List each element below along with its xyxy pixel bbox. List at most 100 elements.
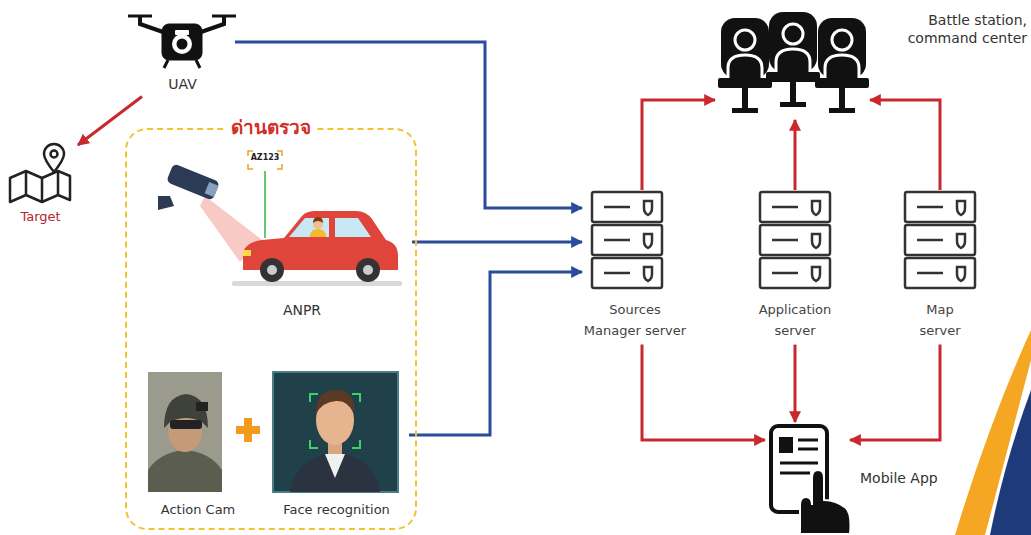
map-pin	[44, 144, 64, 172]
operator-head	[832, 30, 852, 50]
connector-arrow	[642, 100, 715, 190]
car-hub	[267, 265, 277, 275]
car-window	[335, 218, 371, 237]
photo-ground	[273, 372, 398, 492]
car-shadow	[232, 281, 402, 286]
plate-leader	[264, 171, 266, 238]
desk-base	[829, 108, 855, 113]
server-box: Sources Manager server	[582, 190, 688, 345]
target-icon: Target	[3, 145, 78, 228]
connector-arrow	[850, 345, 940, 440]
server-icon	[592, 192, 662, 288]
server-box: Application server	[739, 190, 851, 345]
node-label: Target	[20, 209, 60, 225]
map-fold	[26, 171, 58, 202]
group-title: ด่านตรวจ	[225, 116, 317, 140]
operator-desk	[718, 78, 772, 88]
server-shield	[812, 201, 820, 281]
plate-marker	[248, 151, 282, 238]
node-label: Face recognition	[283, 502, 390, 518]
car-wheel	[260, 258, 284, 282]
server-slot	[604, 207, 630, 273]
photo-ground	[148, 372, 222, 492]
action-cam: Action Cam	[142, 370, 254, 521]
man-suit	[290, 452, 380, 492]
server-slot	[772, 207, 798, 273]
operator-desk	[766, 72, 820, 82]
desk-post	[839, 88, 845, 110]
orange-band	[955, 330, 1031, 535]
server-icon	[760, 192, 830, 288]
car-hub	[363, 265, 373, 275]
drone-leg	[164, 60, 200, 68]
node-label: UAV	[168, 76, 197, 94]
corner-decoration	[955, 330, 1031, 535]
camera-body	[166, 163, 220, 200]
navy-band	[990, 390, 1031, 535]
desk-base	[732, 108, 758, 113]
operator-body	[776, 49, 810, 72]
connector-arrow	[409, 272, 582, 435]
phone-lines	[780, 440, 818, 473]
connector-arrow	[870, 100, 940, 190]
server-box: Map server	[892, 190, 988, 345]
operator-icon	[815, 18, 869, 113]
operator-chair	[721, 18, 769, 78]
operator-chair	[769, 12, 817, 72]
server-shield	[644, 201, 652, 281]
operator-head	[783, 24, 803, 44]
connector-arrow	[794, 120, 797, 190]
soldier-photo	[148, 372, 222, 492]
camera-lens	[177, 39, 188, 50]
face-photo	[273, 372, 398, 492]
server-icon	[905, 192, 975, 288]
red-car	[232, 211, 402, 286]
plus-sign	[236, 418, 260, 442]
node-label: Battle station, command center	[885, 12, 1027, 47]
operator-chair	[818, 18, 866, 78]
server-slot	[917, 207, 943, 273]
folded-map	[10, 171, 70, 202]
soldier-goggles	[170, 420, 202, 429]
soldier-shoulders	[148, 450, 222, 492]
action-camera	[196, 402, 208, 411]
phone-image	[779, 437, 793, 453]
operator-head	[735, 30, 755, 50]
connector-arrow	[78, 97, 142, 146]
operator-desk	[815, 78, 869, 88]
anpr-camera: ANPR	[192, 152, 412, 323]
map-icon	[10, 144, 70, 202]
drone-body	[162, 24, 202, 60]
node-label: Mobile App	[860, 470, 938, 488]
camera-mount	[158, 196, 174, 210]
drone-icon	[128, 16, 236, 68]
desk-post	[790, 82, 796, 104]
driver-hair	[313, 217, 323, 223]
connector-arrow	[794, 345, 797, 422]
desk-post	[742, 88, 748, 110]
server-shield	[957, 201, 965, 281]
node-label: ANPR	[283, 302, 321, 320]
face-frame	[310, 394, 360, 448]
plate-number: AZ123	[251, 153, 280, 163]
map-pin-dot	[51, 151, 58, 158]
soldier-helmet	[164, 394, 208, 428]
man-shirt	[325, 454, 345, 478]
man-hair	[316, 390, 354, 414]
face-recognition: Face recognition	[264, 370, 409, 521]
car-headlight	[243, 250, 251, 256]
camera-top	[175, 30, 189, 35]
mobile-phone	[771, 426, 851, 534]
operator-icon	[718, 18, 772, 113]
pointing-hand	[800, 470, 851, 534]
camera-lens	[172, 34, 192, 54]
node-label: Action Cam	[161, 502, 236, 518]
connector-arrow	[642, 345, 765, 440]
plus-bar	[244, 418, 252, 442]
driver-body	[310, 229, 326, 237]
operator-body	[825, 55, 859, 78]
node-label: Sources Manager server	[582, 300, 688, 342]
